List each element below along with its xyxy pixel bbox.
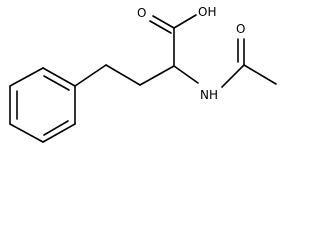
carbon-chain: [74, 27, 175, 87]
carbon-hydroxyl-bond: [173, 14, 197, 29]
amine-label: NH: [200, 88, 218, 102]
carbonyl-double-bond-2: [149, 20, 172, 34]
ring-bond: [9, 123, 44, 143]
ch2-alpha-carbon-bond: [139, 65, 175, 86]
carbonyl-double-bond-1: [152, 15, 175, 29]
ring-to-ch2-bond: [74, 64, 107, 87]
ring-inner-double-bond: [43, 120, 69, 136]
acetamido-group: NH O: [173, 22, 277, 102]
ring-bond: [42, 67, 76, 87]
ring-inner-double-bond: [43, 75, 70, 91]
ch2-ch2-bond: [105, 64, 141, 86]
acid-carbonyl-oxygen-label: O: [137, 6, 146, 20]
phenyl-ring: [9, 67, 76, 143]
ring-bond: [9, 67, 44, 87]
hydroxyl-label: OH: [198, 5, 216, 19]
structural-formula: O OH NH O: [9, 5, 277, 143]
amide-methyl-bond: [243, 64, 277, 85]
amide-carbonyl-oxygen-label: O: [236, 22, 245, 36]
alpha-carbon-nitrogen-bond: [173, 65, 199, 84]
carboxylic-acid-group: O OH: [137, 5, 216, 34]
ring-bond: [42, 123, 76, 143]
nitrogen-amide-carbon-bond: [221, 64, 245, 88]
